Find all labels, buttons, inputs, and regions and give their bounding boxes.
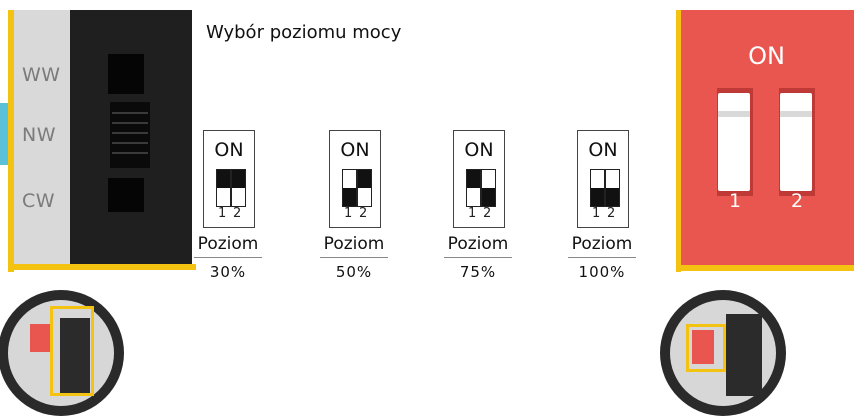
dip-switch-closeup: ON 1 2: [676, 10, 854, 272]
highlight-border: [676, 10, 681, 272]
level-divider: [568, 257, 636, 258]
fixture-photo-right: [660, 290, 786, 416]
dip-switch-1-down: [590, 169, 605, 207]
dip-switch-miniature: [30, 324, 50, 352]
dip-on-label: ON: [464, 139, 494, 161]
power-level-percent: 100%: [578, 263, 626, 281]
dip-switch-knob: [343, 188, 356, 206]
dip-number-2: 2: [233, 206, 242, 221]
cct-selector-panel: WW NW CW: [8, 10, 196, 272]
highlight-border: [676, 265, 854, 271]
dip-number-1: 1: [344, 206, 353, 221]
dip-number-2: 2: [791, 190, 804, 212]
level-divider: [194, 257, 262, 258]
power-level-percent: 75%: [459, 263, 497, 281]
dip-switch-1-down: [342, 169, 357, 207]
cct-switch-housing: [70, 10, 192, 264]
dip-switch-1[interactable]: [717, 88, 753, 196]
dip-switch-knob: [232, 170, 245, 188]
cct-label-nw: NW: [22, 124, 56, 146]
dip-switch-2-up: [357, 169, 372, 207]
dip-on-label: ON: [214, 139, 244, 161]
power-level-percent: 50%: [335, 263, 373, 281]
dip-number-1: 1: [218, 206, 227, 221]
power-level-label: Poziom: [323, 234, 385, 254]
switch-slot-top: [108, 54, 144, 94]
dip-switch-1-up: [216, 169, 231, 207]
dip-switch-2-up: [231, 169, 246, 207]
cct-label-cw: CW: [22, 190, 56, 212]
dip-switch-knob: [591, 188, 604, 206]
level-divider: [444, 257, 512, 258]
fixture-photo-left: [0, 290, 124, 416]
dip-on-label: ON: [588, 139, 618, 161]
dip-switch-miniature: [692, 330, 714, 364]
dip-switch-2-down: [605, 169, 620, 207]
dip-switch-knob: [217, 170, 230, 188]
cct-label-ww: WW: [22, 64, 61, 86]
dip-switch-2-down: [481, 169, 496, 207]
dip-number-2: 2: [607, 206, 616, 221]
cct-slider-switch[interactable]: [110, 102, 150, 168]
dip-number-1: 1: [468, 206, 477, 221]
power-level-label: Poziom: [447, 234, 509, 254]
dip-switch-knob: [467, 170, 480, 188]
power-level-percent: 30%: [209, 263, 247, 281]
cct-switch-miniature: [726, 314, 762, 396]
dip-switch-1-up: [466, 169, 481, 207]
switch-slot-bottom: [108, 178, 144, 212]
highlight-border: [8, 10, 14, 272]
dip-number-2: 2: [359, 206, 368, 221]
page-title: Wybór poziomu mocy: [206, 22, 402, 43]
highlight-border: [8, 264, 196, 270]
highlight-box: [686, 324, 726, 372]
dip-on-label: ON: [340, 139, 370, 161]
dip-switch-knob: [482, 188, 495, 206]
cct-switch-miniature: [60, 318, 90, 396]
power-level-label: Poziom: [571, 234, 633, 254]
level-divider: [320, 257, 388, 258]
dip-switch-2[interactable]: [779, 88, 815, 196]
dip-number-1: 1: [729, 190, 742, 212]
dip-switch-knob: [358, 170, 371, 188]
power-level-label: Poziom: [197, 234, 259, 254]
highlight-box: [50, 306, 94, 396]
dip-number-1: 1: [592, 206, 601, 221]
dip-switch-knob: [606, 188, 619, 206]
dip-on-label: ON: [748, 42, 785, 70]
dip-number-2: 2: [483, 206, 492, 221]
